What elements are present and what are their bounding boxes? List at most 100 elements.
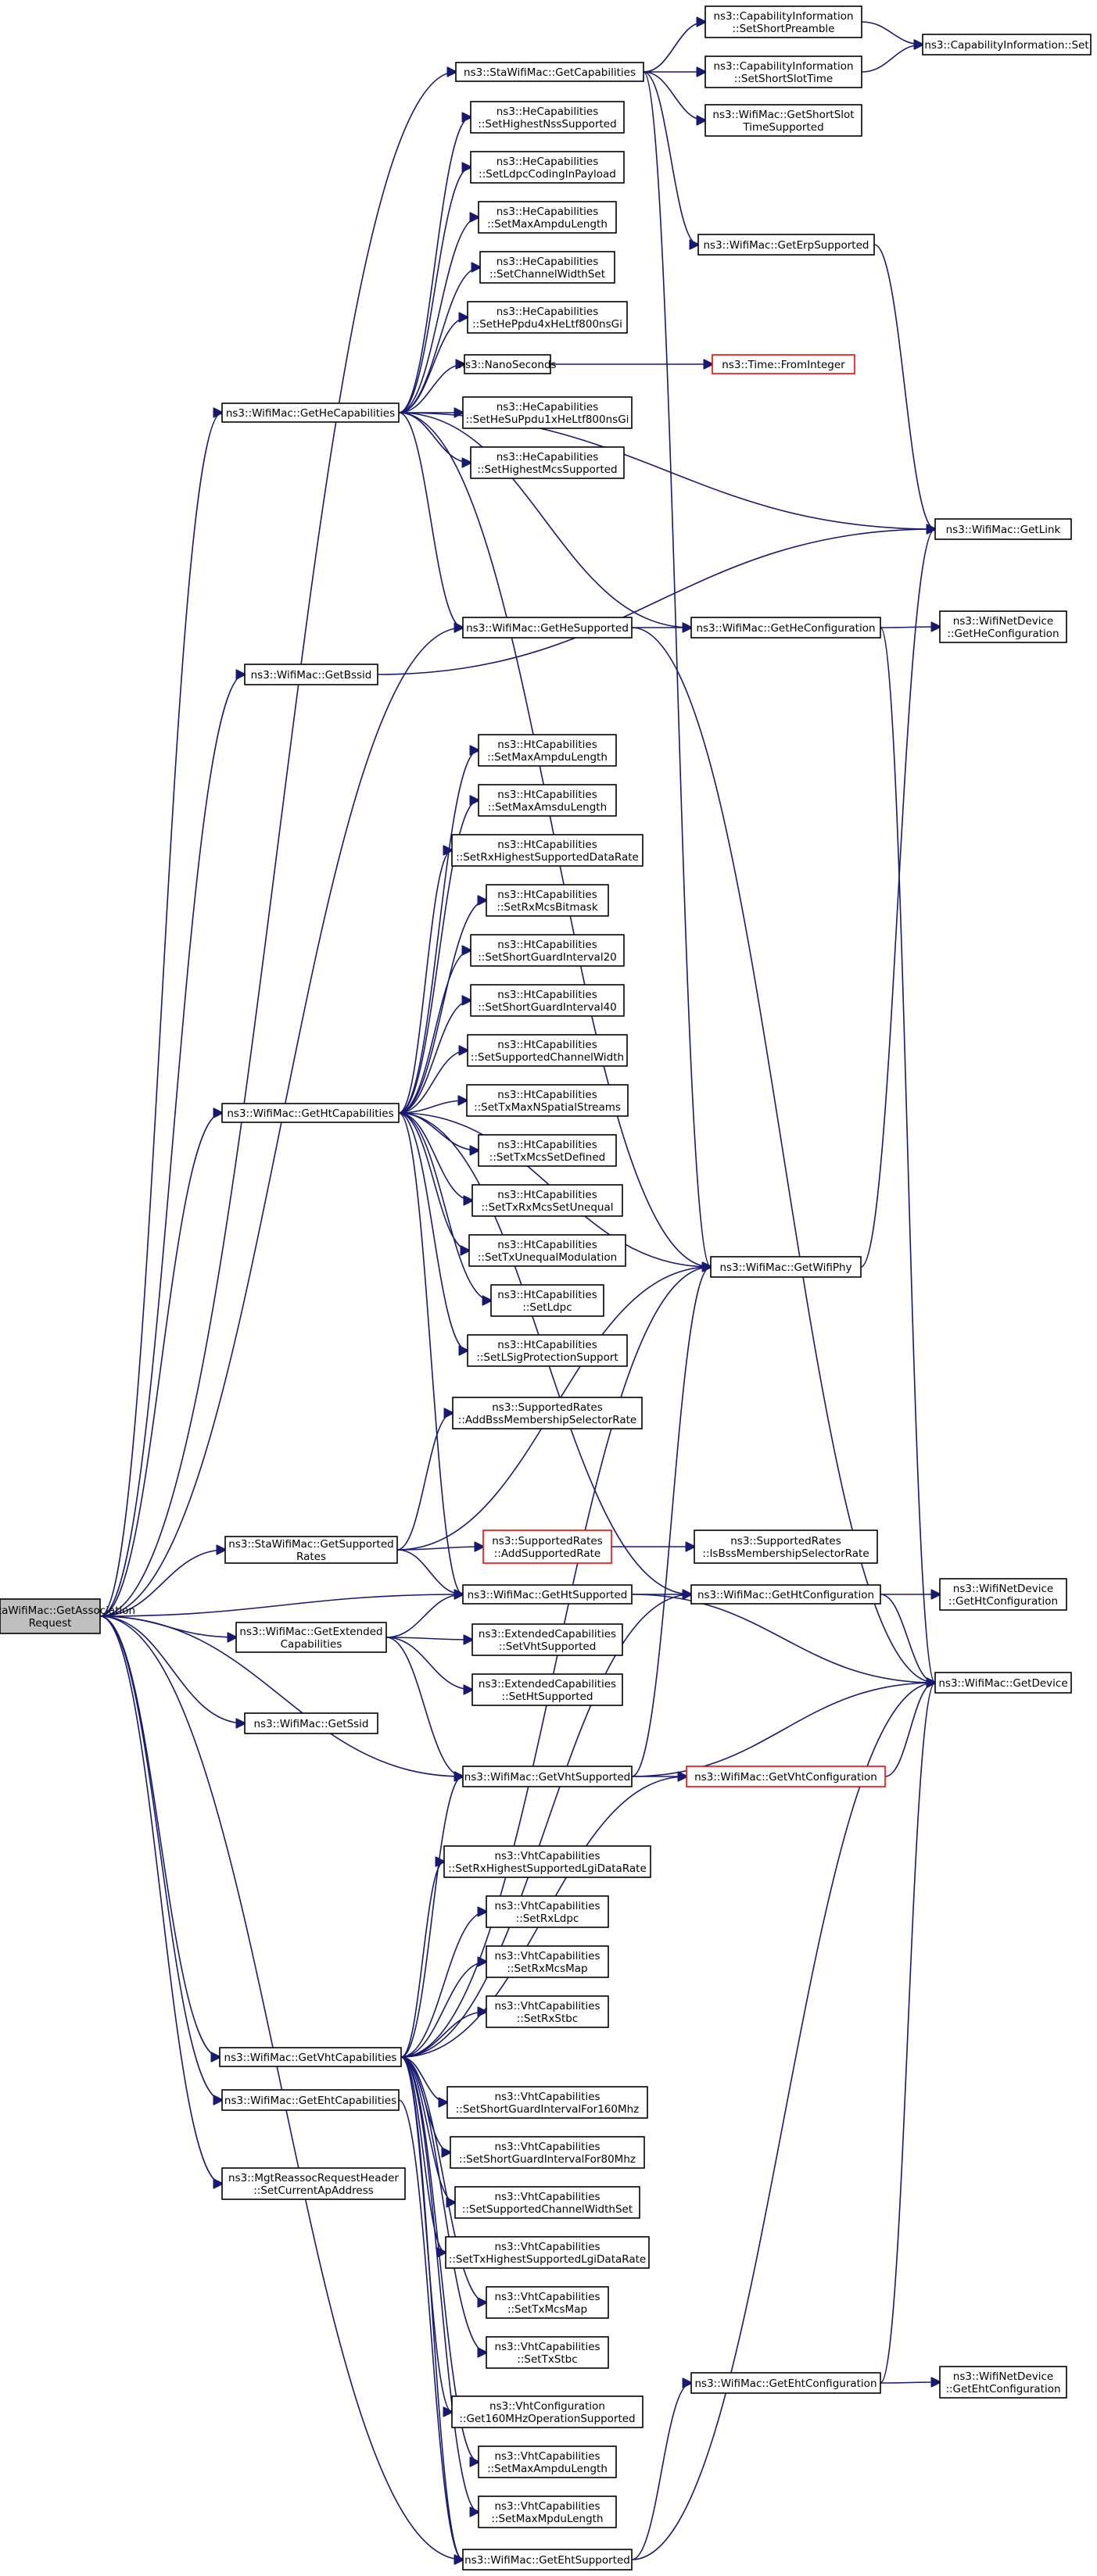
node-label: ns3::WifiMac::GetVhtConfiguration <box>694 1771 877 1784</box>
node-label: ns3::HeCapabilities <box>497 106 598 118</box>
node-label: ns3::WifiMac::GetHtCapabilities <box>227 1107 393 1120</box>
node-vht-chw[interactable]: ns3::VhtCapabilities::SetSupportedChanne… <box>454 2186 640 2219</box>
node-getwifiphy[interactable]: ns3::WifiMac::GetWifiPhy <box>710 1256 862 1278</box>
node-ec-ht[interactable]: ns3::ExtendedCapabilities::SetHtSupporte… <box>471 1673 623 1706</box>
node-vht-txmcs[interactable]: ns3::VhtCapabilities::SetTxMcsMap <box>486 2286 609 2319</box>
node-getheconf[interactable]: ns3::WifiMac::GetHeConfiguration <box>690 617 881 639</box>
edge-getvhtcap-to-vht-txmcs <box>400 2056 486 2302</box>
node-ht-txmcs[interactable]: ns3::HtCapabilities::SetTxMcsSetDefined <box>478 1134 617 1167</box>
node-nd-ehtconf[interactable]: ns3::WifiNetDevice::GetEhtConfiguration <box>939 2366 1067 2399</box>
node-label: ::SetRxMcsBitmask <box>497 901 598 914</box>
node-getvhtcap[interactable]: ns3::WifiMac::GetVhtCapabilities <box>219 2047 402 2067</box>
node-sr-isbss[interactable]: ns3::SupportedRates::IsBssMembershipSele… <box>694 1530 878 1564</box>
node-vht-sgi80[interactable]: ns3::VhtCapabilities::SetShortGuardInter… <box>450 2136 645 2169</box>
node-he-nss[interactable]: ns3::HeCapabilities::SetHighestNssSuppor… <box>470 101 625 134</box>
node-ht-ampdu[interactable]: ns3::HtCapabilities::SetMaxAmpduLength <box>478 734 617 767</box>
node-getvhtsup[interactable]: ns3::WifiMac::GetVhtSupported <box>462 1766 633 1787</box>
node-ht-rxhigh[interactable]: ns3::HtCapabilities::SetRxHighestSupport… <box>451 834 644 867</box>
node-he-ldpc[interactable]: ns3::HeCapabilities::SetLdpcCodingInPayl… <box>470 151 625 184</box>
node-he-ppdu4x[interactable]: ns3::HeCapabilities::SetHePpdu4xHeLtf800… <box>467 301 628 334</box>
node-frominteger[interactable]: ns3::Time::FromInteger <box>712 354 855 374</box>
node-nanoseconds[interactable]: ns3::NanoSeconds <box>458 354 557 374</box>
node-getehtconf[interactable]: ns3::WifiMac::GetEhtConfiguration <box>690 2372 881 2394</box>
node-ht-txrx[interactable]: ns3::HtCapabilities::SetTxRxMcsSetUnequa… <box>471 1184 623 1217</box>
node-getdevice[interactable]: ns3::WifiMac::GetDevice <box>934 1672 1072 1694</box>
node-ht-chw[interactable]: ns3::HtCapabilities::SetSupportedChannel… <box>467 1034 628 1067</box>
node-sr-addrate[interactable]: ns3::SupportedRates::AddSupportedRate <box>482 1530 612 1564</box>
node-box <box>712 354 855 374</box>
node-getssid[interactable]: ns3::WifiMac::GetSsid <box>244 1712 378 1734</box>
node-vht-ampdu[interactable]: ns3::VhtCapabilities::SetMaxAmpduLength <box>478 2445 617 2478</box>
edge-getsuprates-to-sr-addbss <box>396 1413 453 1551</box>
node-gethtconf[interactable]: ns3::WifiMac::GetHtConfiguration <box>690 1584 881 1605</box>
node-gethecap[interactable]: ns3::WifiMac::GetHeCapabilities <box>221 402 400 423</box>
node-label: ns3::VhtConfiguration <box>489 2400 605 2413</box>
node-capset[interactable]: ns3::CapabilityInformation::Set <box>922 34 1092 55</box>
node-nd-heconf[interactable]: ns3::WifiNetDevice::GetHeConfiguration <box>939 610 1067 643</box>
node-label: ns3::WifiMac::GetHtConfiguration <box>697 1589 874 1601</box>
edge-getextcap-to-gethtsup <box>385 1594 463 1638</box>
node-label: ns3::ExtendedCapabilities <box>479 1678 616 1690</box>
node-setshortpre[interactable]: ns3::CapabilityInformation::SetShortPrea… <box>704 5 862 38</box>
node-he-su1x[interactable]: ns3::HeCapabilities::SetHeSuPpdu1xHeLtf8… <box>462 396 633 429</box>
node-label: ns3::VhtCapabilities <box>494 2500 600 2513</box>
node-box <box>451 2395 644 2428</box>
node-vht-mpdu[interactable]: ns3::VhtCapabilities::SetMaxMpduLength <box>478 2496 617 2528</box>
node-box <box>486 1995 609 2028</box>
node-label: ::SetMaxAmsduLength <box>488 801 607 814</box>
node-gethtsup[interactable]: ns3::WifiMac::GetHtSupported <box>462 1584 633 1605</box>
edge-getbssid-to-getlink <box>377 529 935 675</box>
node-he-mcs[interactable]: ns3::HeCapabilities::SetHighestMcsSuppor… <box>470 446 625 479</box>
node-vht-rxmcs[interactable]: ns3::VhtCapabilities::SetRxMcsMap <box>486 1945 609 1978</box>
node-setshortslot[interactable]: ns3::CapabilityInformation::SetShortSlot… <box>704 55 862 88</box>
node-geterp[interactable]: ns3::WifiMac::GetErpSupported <box>697 234 875 256</box>
node-vhtconf-160[interactable]: ns3::VhtConfiguration::Get160MHzOperatio… <box>451 2395 644 2428</box>
node-box <box>470 101 625 134</box>
node-he-ampdu[interactable]: ns3::HeCapabilities::SetMaxAmpduLength <box>478 201 617 234</box>
node-getlink[interactable]: ns3::WifiMac::GetLink <box>934 518 1072 540</box>
node-vht-rxstbc[interactable]: ns3::VhtCapabilities::SetRxStbc <box>486 1995 609 2028</box>
node-label: ns3::WifiMac::GetHeCapabilities <box>226 407 395 420</box>
node-vht-txstbc[interactable]: ns3::VhtCapabilities::SetTxStbc <box>486 2336 609 2369</box>
edge-root-to-getvhtcap <box>99 1615 220 2057</box>
node-vht-rxldpc[interactable]: ns3::VhtCapabilities::SetRxLdpc <box>486 1895 609 1928</box>
node-vht-rxlgi[interactable]: ns3::VhtCapabilities::SetRxHighestSuppor… <box>443 1845 651 1878</box>
node-ec-vht[interactable]: ns3::ExtendedCapabilities::SetVhtSupport… <box>471 1623 623 1656</box>
node-ht-sgi40[interactable]: ns3::HtCapabilities::SetShortGuardInterv… <box>470 984 625 1017</box>
node-label: ns3::WifiMac::GetDevice <box>938 1677 1067 1690</box>
node-ht-rxmcs[interactable]: ns3::HtCapabilities::SetRxMcsBitmask <box>486 884 609 917</box>
node-label: ns3::VhtCapabilities <box>494 2450 600 2463</box>
node-gethtcap[interactable]: ns3::WifiMac::GetHtCapabilities <box>221 1103 400 1123</box>
node-mgt-setap[interactable]: ns3::MgtReassocRequestHeader::SetCurrent… <box>221 2167 406 2200</box>
node-label: ::SetTxMcsMap <box>507 2303 587 2316</box>
node-getehtcap[interactable]: ns3::WifiMac::GetEhtCapabilities <box>221 2089 400 2111</box>
node-sr-addbss[interactable]: ns3::SupportedRates::AddBssMembershipSel… <box>452 1397 643 1429</box>
node-getehtsup[interactable]: ns3::WifiMac::GetEhtSupported <box>462 2549 633 2571</box>
node-vht-sgi160[interactable]: ns3::VhtCapabilities::SetShortGuardInter… <box>446 2086 648 2119</box>
edge-gethtcap-to-ht-ampdu <box>398 750 479 1114</box>
node-gethesup[interactable]: ns3::WifiMac::GetHeSupported <box>462 617 633 639</box>
node-ht-txuneq[interactable]: ns3::HtCapabilities::SetTxUnequalModulat… <box>468 1234 626 1267</box>
node-ht-sgi20[interactable]: ns3::HtCapabilities::SetShortGuardInterv… <box>470 934 625 967</box>
node-ht-amsdu[interactable]: ns3::HtCapabilities::SetMaxAmsduLength <box>478 784 617 817</box>
node-getvhtconf[interactable]: ns3::WifiMac::GetVhtConfiguration <box>686 1766 886 1787</box>
node-box <box>221 1103 400 1123</box>
node-sta-getcap[interactable]: ns3::StaWifiMac::GetCapabilities <box>455 62 644 82</box>
node-label: ::SetLdpc <box>522 1301 572 1314</box>
node-he-chw[interactable]: ns3::HeCapabilities::SetChannelWidthSet <box>479 251 615 284</box>
node-label: ns3::WifiNetDevice <box>953 1583 1053 1595</box>
node-getbssid[interactable]: ns3::WifiMac::GetBssid <box>244 664 378 685</box>
node-nd-htconf[interactable]: ns3::WifiNetDevice::GetHtConfiguration <box>939 1578 1067 1611</box>
node-box <box>221 2167 406 2200</box>
node-ht-lsig[interactable]: ns3::HtCapabilities::SetLSigProtectionSu… <box>467 1334 628 1367</box>
edge-getheconf-to-nd-heconf <box>880 627 940 628</box>
edge-geterp-to-getlink <box>873 244 935 529</box>
node-ht-ldpc[interactable]: ns3::HtCapabilities::SetLdpc <box>490 1284 604 1317</box>
node-vht-txlgi[interactable]: ns3::VhtCapabilities::SetTxHighestSuppor… <box>445 2236 650 2269</box>
node-ht-nss[interactable]: ns3::HtCapabilities::SetTxMaxNSpatialStr… <box>466 1084 629 1117</box>
